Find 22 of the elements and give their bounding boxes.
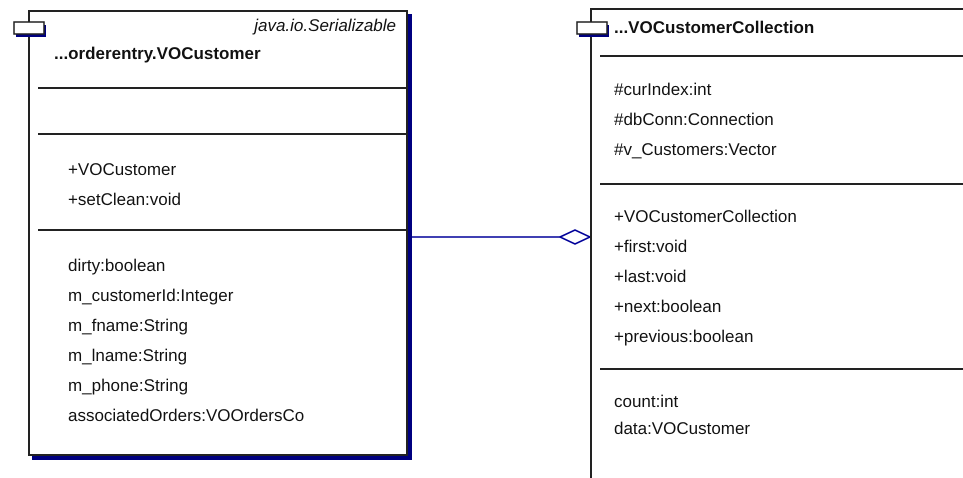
class-member: +VOCustomerCollection <box>614 207 797 227</box>
class-member: m_fname:String <box>68 316 188 336</box>
stereotype-label: java.io.Serializable <box>254 16 396 36</box>
class-member: +last:void <box>614 267 686 287</box>
class-member: #curIndex:int <box>614 80 712 100</box>
class-member: +next:boolean <box>614 297 722 317</box>
class-name: ...orderentry.VOCustomer <box>54 44 261 64</box>
class-member: dirty:boolean <box>68 256 166 276</box>
class-member: +previous:boolean <box>614 327 754 347</box>
class-box <box>590 8 963 478</box>
class-member: +first:void <box>614 237 688 257</box>
class-member: +setClean:void <box>68 190 181 210</box>
class-member: associatedOrders:VOOrdersCo <box>68 406 304 426</box>
class-member: m_lname:String <box>68 346 188 366</box>
class-member: #dbConn:Connection <box>614 110 774 130</box>
class-member: count:int <box>614 392 678 412</box>
class-member: m_phone:String <box>68 376 188 396</box>
class-member: #v_Customers:Vector <box>614 140 777 160</box>
class-name: ...VOCustomerCollection <box>614 18 814 38</box>
class-member: data:VOCustomer <box>614 419 750 439</box>
class-member: +VOCustomer <box>68 160 176 180</box>
class-member: m_customerId:Integer <box>68 286 234 306</box>
